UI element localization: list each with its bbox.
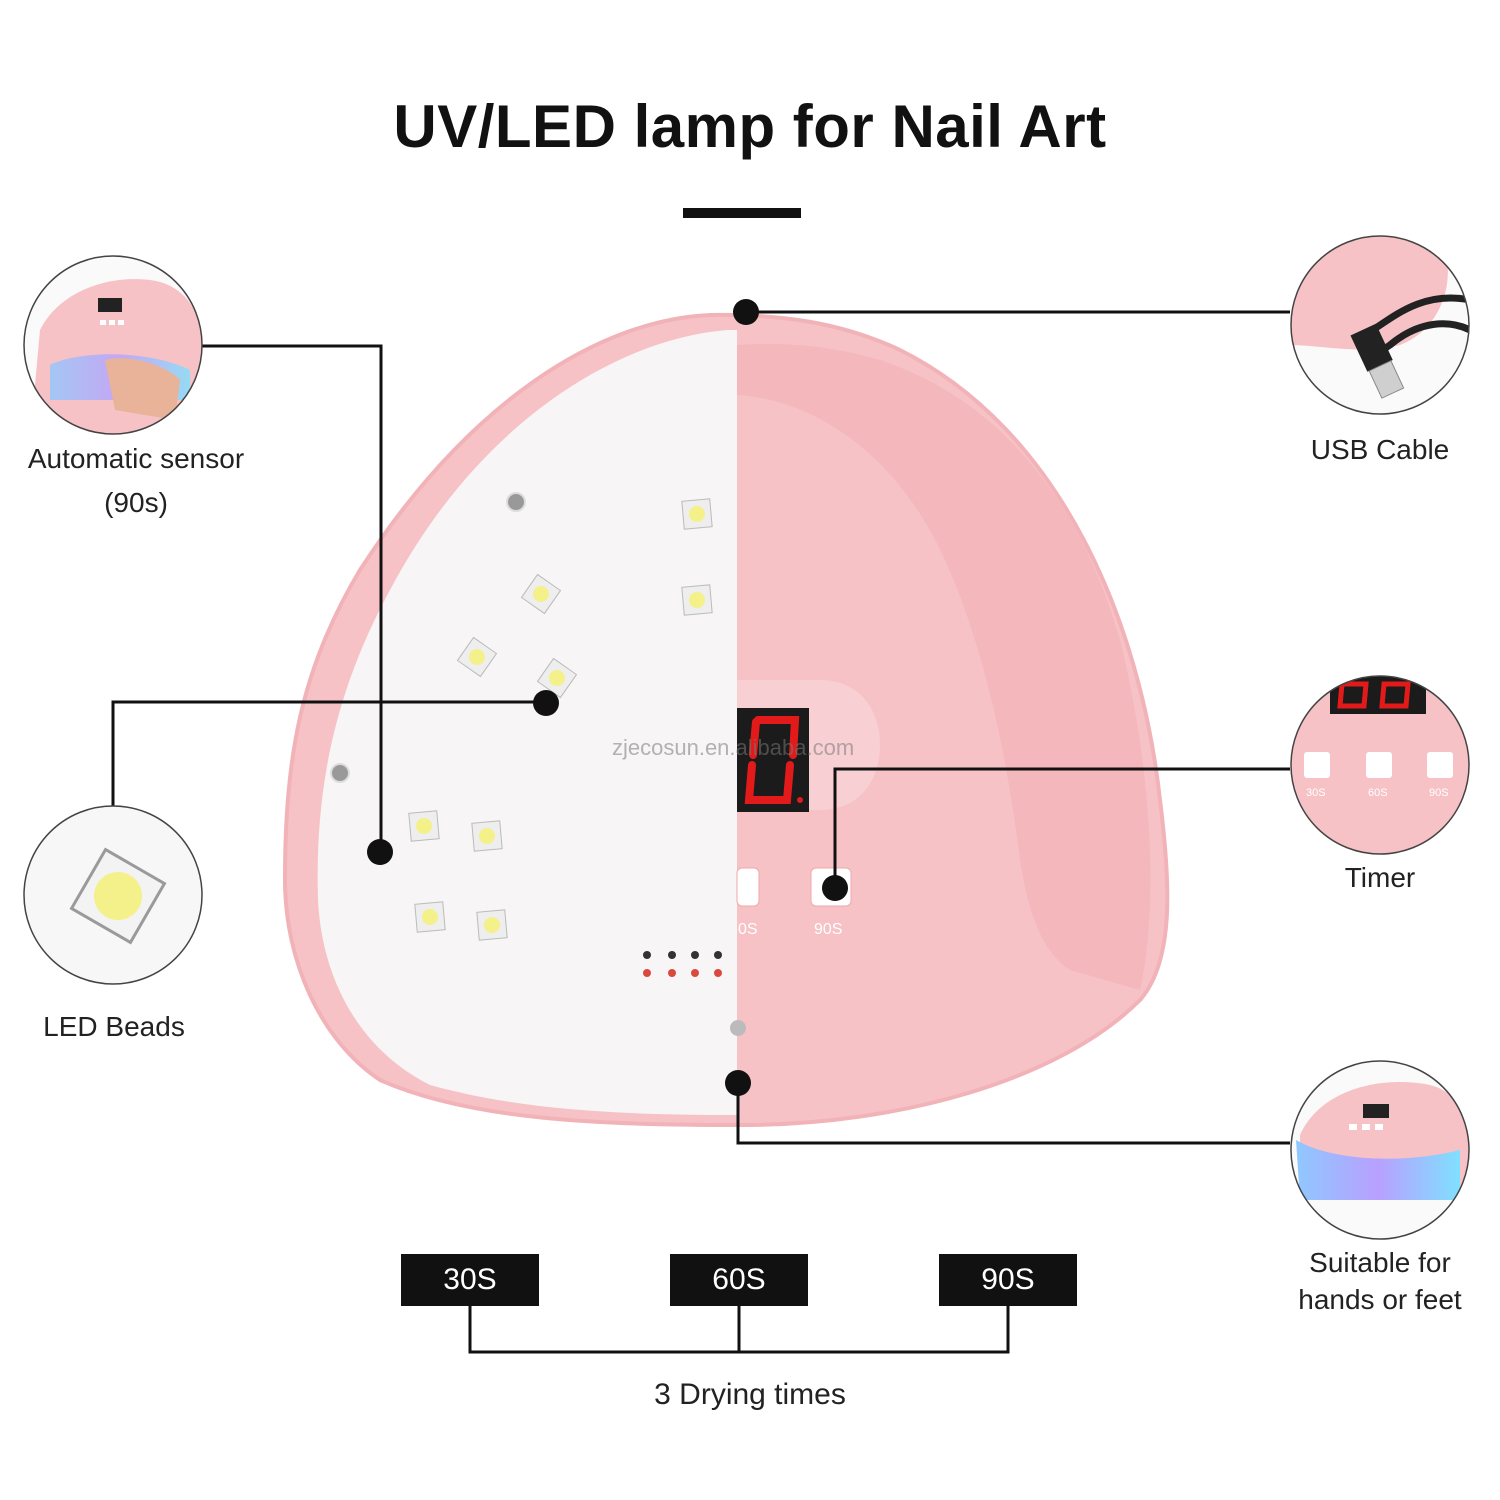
timer-thumb-label-1: 30S: [1306, 787, 1326, 799]
timer-thumb-label-3: 90S: [1429, 787, 1449, 799]
title-underline: [683, 208, 801, 218]
drying-time-90s: 90S: [939, 1254, 1077, 1306]
sensor-label-line1: Automatic sensor: [27, 443, 245, 474]
led-beads-label: LED Beads: [43, 1011, 185, 1042]
timer-label: Timer: [1344, 862, 1416, 893]
callout-lines: [111, 310, 1290, 1354]
usage-label-line1: Suitable for: [1309, 1247, 1451, 1278]
sensor-thumbnail: [23, 255, 203, 435]
timer-thumb-label-2: 60S: [1368, 787, 1388, 799]
page-title: UV/LED lamp for Nail Art: [393, 93, 1107, 160]
usage-thumbnail: [1290, 1060, 1470, 1240]
led-bead-thumbnail: [23, 805, 203, 985]
led-beads-array: [408, 498, 713, 941]
digital-display: [737, 708, 809, 812]
lamp-body: [282, 312, 1170, 1128]
usage-label-line2: hands or feet: [1298, 1284, 1462, 1315]
timer-thumbnail: 30S 60S 90S: [1290, 675, 1470, 855]
drying-times-caption: 3 Drying times: [654, 1378, 846, 1411]
watermark: zjecosun.en.alibaba.com: [612, 735, 855, 760]
lamp-button-label-1: 0S: [738, 921, 758, 938]
drying-time-60s: 60S: [670, 1254, 808, 1306]
drying-time-30s: 30S: [401, 1254, 539, 1306]
sensor-label-line2: (90s): [104, 487, 168, 518]
usb-thumbnail: [1290, 235, 1470, 415]
usage-label: Suitable for hands or feet: [1270, 1244, 1490, 1318]
usb-label: USB Cable: [1310, 434, 1450, 465]
callout-dots: [367, 299, 848, 1096]
lamp-button-label-2: 90S: [814, 921, 842, 938]
sensor-label: Automatic sensor (90s): [0, 437, 272, 525]
